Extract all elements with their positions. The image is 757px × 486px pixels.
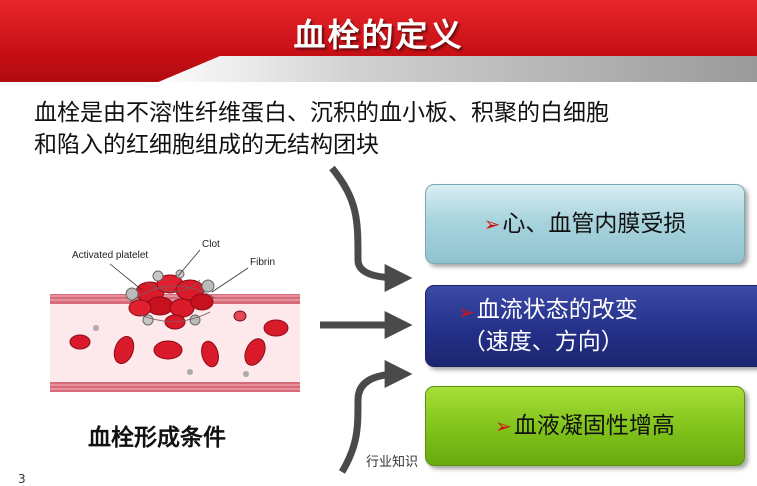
red-blood-cells — [69, 310, 289, 377]
banner-red-band — [0, 0, 757, 56]
illustration-caption: 血栓形成条件 — [88, 425, 226, 451]
definition-line-1: 血栓是由不溶性纤维蛋白、沉积的血小板、积聚的白细胞 — [34, 100, 609, 126]
watermark-text: 行业知识 — [366, 455, 419, 470]
condition-box-endothelial-injury: ➢ 心、血管内膜受损 — [425, 184, 745, 264]
connector-arrows — [320, 165, 413, 474]
label-clot: Clot — [202, 239, 220, 250]
definition-line-2: 和陷入的红细胞组成的无结构团块 — [34, 132, 379, 158]
condition-text-3: 血液凝固性增高 — [513, 413, 675, 439]
clot-cluster — [125, 269, 216, 330]
bullet-arrow-icon: ➢ — [483, 212, 501, 236]
label-activated-platelet: Activated platelet — [72, 250, 149, 261]
arrow-bottom — [338, 360, 413, 474]
bullet-arrow-icon: ➢ — [495, 414, 512, 438]
header-banner: 血栓的定义 — [0, 0, 757, 82]
slide-title: 血栓的定义 — [293, 16, 464, 54]
condition-text-2b: （速度、方向） — [462, 329, 624, 355]
arrow-top — [329, 165, 413, 292]
condition-text-1: 心、血管内膜受损 — [502, 211, 687, 237]
condition-box-blood-flow-change: ➢ 血流状态的改变 （速度、方向） — [425, 285, 757, 367]
definition-text: 血栓是由不溶性纤维蛋白、沉积的血小板、积聚的白细胞 和陷入的红细胞组成的无结构团… — [34, 97, 734, 161]
condition-text-2a: 血流状态的改变 — [476, 297, 638, 323]
vessel-wall-top — [50, 294, 300, 304]
banner-gray-band — [150, 56, 757, 82]
label-fibrin: Fibrin — [250, 257, 276, 268]
vessel-wall-bottom — [50, 382, 300, 392]
condition-box-hypercoagulability: ➢ 血液凝固性增高 — [425, 386, 745, 466]
vessel-diagram — [50, 249, 300, 392]
thrombus-illustration: Activated platelet Clot Fibrin — [50, 232, 300, 394]
page-number: 3 — [18, 472, 26, 486]
bullet-arrow-icon: ➢ — [458, 300, 475, 324]
